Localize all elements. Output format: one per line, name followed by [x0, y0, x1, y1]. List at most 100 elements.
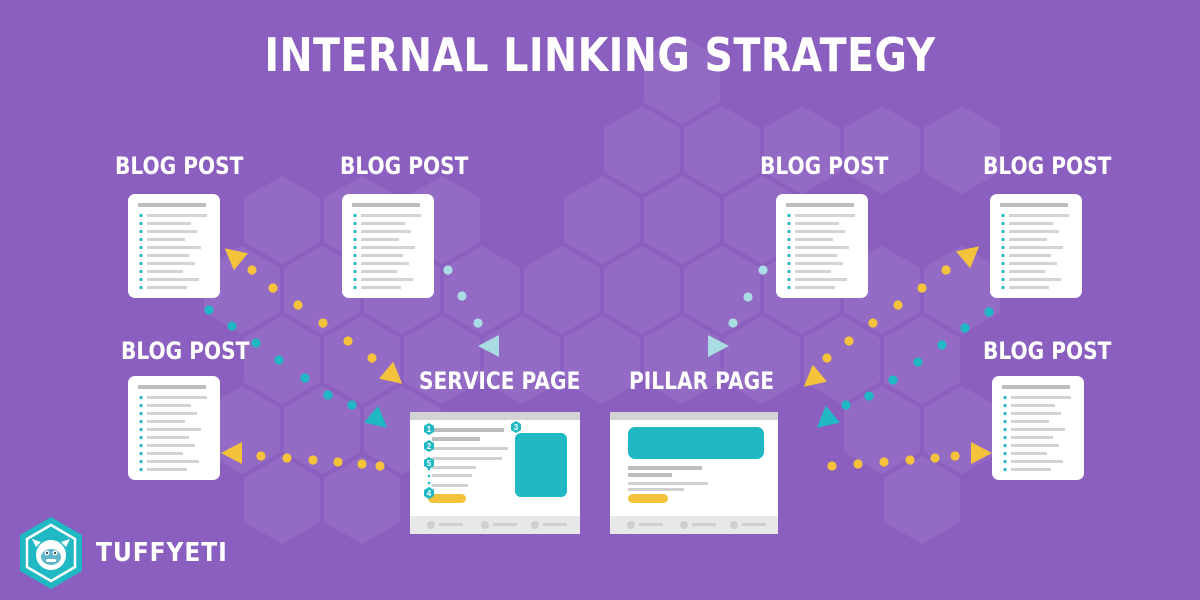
blog-post-document-mid-left — [128, 376, 220, 480]
yellow-link-dot — [905, 455, 915, 465]
background-hexagon — [763, 106, 841, 194]
teal-link-dot — [227, 321, 237, 331]
blog-post-label-mid-right: BLOG POST — [983, 337, 1112, 365]
badge-5: 5 — [424, 457, 434, 469]
pillar-page-hero-block — [628, 427, 764, 459]
background-hexagon — [683, 106, 761, 194]
arrow-to-blog-mid-right — [971, 442, 992, 464]
badge-4-text: 4 — [427, 489, 432, 498]
yellow-link-dot — [827, 461, 837, 471]
yellow-link-dot — [822, 353, 832, 363]
blog-post-label-top-mid-right: BLOG POST — [760, 152, 889, 180]
background-hexagon — [323, 456, 401, 544]
blog-post-label-top-right: BLOG POST — [983, 152, 1112, 180]
badge-3-text: 3 — [514, 423, 519, 432]
teal-link-dot — [204, 305, 214, 315]
arrow-from-blog-top-mid-left — [478, 335, 499, 357]
background-hexagon — [643, 176, 721, 264]
background-hexagon — [523, 246, 601, 334]
hexagon-pattern — [203, 36, 1001, 544]
background-hexagon — [603, 246, 681, 334]
background-hexagon — [923, 106, 1001, 194]
light-blue-link-dot — [443, 265, 453, 275]
teal-link-dot — [984, 307, 994, 317]
background-hexagon — [323, 316, 401, 404]
badge-5-text: 5 — [427, 459, 432, 468]
yellow-link-dot — [941, 265, 951, 275]
badge-2-text: 2 — [427, 442, 432, 451]
teal-link-dot — [913, 357, 923, 367]
background-hexagon — [283, 386, 361, 474]
service-page-window — [410, 412, 580, 534]
background-hexagon — [283, 246, 361, 334]
teal-link-dot — [888, 375, 898, 385]
arrow-from-blog-top-mid-right — [708, 335, 729, 357]
teal-link-dot — [274, 355, 284, 365]
blog-post-label-top-left: BLOG POST — [115, 152, 244, 180]
yellow-link-dot — [268, 283, 278, 293]
arrow-to-blog-top-right — [956, 246, 980, 269]
background-hexagon — [643, 36, 721, 124]
yellow-link-dot — [357, 459, 367, 469]
background-hexagon — [843, 386, 921, 474]
badge-1: 1 — [424, 423, 434, 435]
background-hexagon — [563, 316, 641, 404]
tuffyeti-logo-icon — [20, 517, 82, 589]
background-hexagon — [843, 106, 921, 194]
yellow-link-dot — [917, 283, 927, 293]
background-hexagon — [563, 176, 641, 264]
background-hexagon — [243, 456, 321, 544]
yellow-link-dot — [879, 457, 889, 467]
arrow-to-blog-mid-left — [221, 442, 242, 464]
page-title: INTERNAL LINKING STRATEGY — [264, 28, 936, 82]
background-hexagon — [883, 456, 961, 544]
yellow-link-dot — [318, 318, 328, 328]
teal-link-dot — [841, 400, 851, 410]
badge-1-text: 1 — [427, 425, 432, 434]
yellow-link-dot — [247, 265, 257, 275]
yellow-link-dot — [293, 300, 303, 310]
light-blue-link-dot — [457, 291, 467, 301]
background-hexagon — [203, 246, 281, 334]
background-hexagon — [403, 316, 481, 404]
light-blue-link-dot — [728, 318, 738, 328]
arrow-to-blog-top-left — [224, 248, 248, 271]
background-hexagon — [723, 316, 801, 404]
yellow-link-dot — [367, 353, 377, 363]
light-blue-link-dot — [473, 318, 483, 328]
yellow-link-dot — [950, 451, 960, 461]
yellow-link-dot — [256, 451, 266, 461]
teal-link-dot — [251, 338, 261, 348]
yellow-link-dot — [844, 336, 854, 346]
yellow-link-dot — [853, 459, 863, 469]
blog-post-label-mid-left: BLOG POST — [121, 337, 250, 365]
blog-post-document-mid-right — [992, 376, 1084, 480]
background-hexagon — [683, 246, 761, 334]
light-blue-link-dot — [743, 292, 753, 302]
blog-post-document-top-mid-left — [342, 194, 434, 298]
pillar-page-window — [610, 412, 778, 534]
yellow-link-dot — [930, 453, 940, 463]
yellow-link-dot — [308, 455, 318, 465]
brand-name: TUFFYETI — [96, 538, 228, 568]
yellow-link-dot — [375, 461, 385, 471]
background-hexagon — [243, 176, 321, 264]
teal-link-dot — [960, 323, 970, 333]
background-hexagon — [443, 246, 521, 334]
blog-post-document-top-mid-right — [776, 194, 868, 298]
background-hexagon — [483, 316, 561, 404]
arrow-to-pillar-page-teal — [816, 405, 840, 428]
link-connectors — [204, 246, 994, 471]
teal-link-dot — [347, 400, 357, 410]
yellow-link-dot — [282, 453, 292, 463]
service-page-label: SERVICE PAGE — [419, 367, 581, 395]
arrow-to-service-page — [379, 361, 403, 384]
yellow-link-dot — [333, 457, 343, 467]
badge-2: 2 — [424, 440, 434, 452]
yellow-link-dot — [343, 336, 353, 346]
background-hexagon — [603, 106, 681, 194]
background-hexagon — [643, 316, 721, 404]
blog-post-document-top-left — [128, 194, 220, 298]
